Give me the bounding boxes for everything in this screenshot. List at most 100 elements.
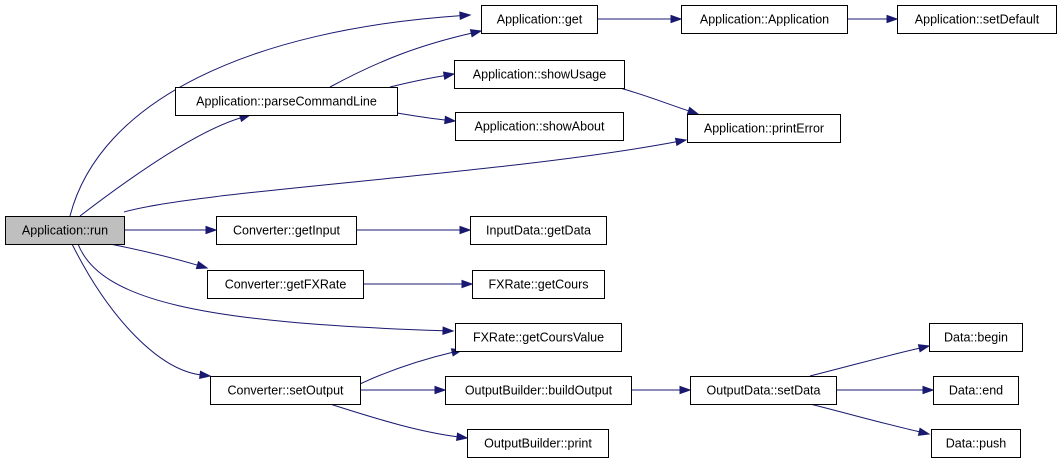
arrowhead-icon: [459, 11, 472, 21]
edge-run-to-parse: [79, 113, 252, 217]
edge-line: [359, 351, 454, 385]
node-inputGetData[interactable]: InputData::getData: [470, 216, 607, 245]
node-print[interactable]: OutputBuilder::print: [467, 429, 609, 458]
node-label: Converter::setOutput: [227, 384, 344, 398]
edge-parse-to-showAbout: [396, 112, 457, 125]
node-getCours[interactable]: FXRate::getCours: [472, 270, 605, 299]
edge-outSetData-to-push: [809, 403, 931, 436]
node-label: Application::Application: [700, 13, 829, 27]
node-showUsage[interactable]: Application::showUsage: [454, 60, 625, 89]
node-box: [467, 429, 609, 458]
arrowhead-icon: [679, 385, 692, 395]
arrowhead-icon: [686, 106, 700, 115]
edge-getInput-to-inputGetData: [355, 225, 472, 235]
node-setDefault[interactable]: Application::setDefault: [897, 5, 1057, 34]
node-end[interactable]: Data::end: [933, 376, 1019, 405]
arrowhead-icon: [670, 14, 683, 24]
node-parse[interactable]: Application::parseCommandLine: [175, 87, 398, 116]
node-label: InputData::getData: [486, 224, 591, 238]
node-box: [454, 60, 625, 89]
node-label: Application::get: [497, 13, 583, 27]
node-run[interactable]: Application::run: [5, 216, 125, 245]
edge-line: [109, 243, 199, 266]
node-printError[interactable]: Application::printError: [687, 114, 841, 143]
edge-line: [77, 243, 445, 332]
edge-setOutput-to-buildOutput: [360, 385, 447, 395]
arrowhead-icon: [461, 279, 474, 289]
arrowhead-icon: [917, 344, 931, 353]
edge-run-to-get: [69, 11, 472, 217]
node-label: FXRate::getCoursValue: [473, 331, 604, 345]
node-label: OutputBuilder::print: [484, 437, 592, 451]
node-box: [445, 376, 632, 405]
node-label: Converter::getInput: [233, 224, 341, 238]
node-box: [207, 270, 364, 299]
node-box: [175, 87, 398, 116]
edge-get-to-app: [597, 14, 683, 24]
node-label: Data::begin: [944, 331, 1008, 345]
edge-getFXRate-to-getCours: [363, 279, 474, 289]
edge-showUsage-to-printError: [619, 87, 700, 115]
node-box: [897, 5, 1057, 34]
node-getFXRate[interactable]: Converter::getFXRate: [207, 270, 364, 299]
edge-line: [809, 347, 921, 377]
node-begin[interactable]: Data::begin: [929, 323, 1023, 352]
node-outSetData[interactable]: OutputData::setData: [690, 376, 837, 405]
edge-parse-to-showUsage: [389, 71, 456, 88]
arrowhead-icon: [469, 29, 483, 38]
edge-setOutput-to-print: [329, 403, 469, 441]
node-box: [210, 376, 361, 405]
node-box: [470, 216, 607, 245]
edge-run-to-getFXRate: [109, 243, 209, 270]
edges-layer: [69, 11, 935, 441]
node-label: Application::parseCommandLine: [196, 95, 377, 109]
node-buildOutput[interactable]: OutputBuilder::buildOutput: [445, 376, 632, 405]
node-box: [690, 376, 837, 405]
arrowhead-icon: [205, 225, 218, 235]
edge-line: [69, 15, 462, 217]
edge-line: [396, 112, 447, 121]
edge-line: [619, 87, 690, 112]
node-get[interactable]: Application::get: [481, 5, 598, 34]
arrowhead-icon: [456, 432, 469, 441]
node-box: [931, 429, 1021, 458]
edge-outSetData-to-begin: [809, 344, 931, 377]
arrowhead-icon: [442, 71, 456, 80]
edge-parse-to-get: [329, 29, 483, 88]
node-label: OutputData::setData: [707, 384, 821, 398]
arrowhead-icon: [674, 137, 688, 147]
node-app[interactable]: Application::Application: [681, 5, 848, 34]
node-setOutput[interactable]: Converter::setOutput: [210, 376, 361, 405]
node-push[interactable]: Data::push: [931, 429, 1021, 458]
arrowhead-icon: [922, 385, 935, 395]
node-getInput[interactable]: Converter::getInput: [216, 216, 357, 245]
edge-line: [809, 403, 921, 433]
node-box: [472, 270, 605, 299]
node-label: Converter::getFXRate: [225, 278, 347, 292]
node-getCoursValue[interactable]: FXRate::getCoursValue: [455, 323, 622, 352]
edge-run-to-setOutput: [71, 243, 212, 380]
node-box: [681, 5, 848, 34]
node-box: [687, 114, 841, 143]
node-label: Application::showUsage: [473, 68, 606, 82]
node-label: Application::printError: [704, 122, 824, 136]
edge-line: [71, 243, 202, 376]
node-box: [5, 216, 125, 245]
edge-line: [389, 74, 446, 88]
node-box: [481, 5, 598, 34]
node-showAbout[interactable]: Application::showAbout: [455, 112, 624, 141]
node-label: Data::end: [949, 384, 1003, 398]
edge-line: [329, 403, 459, 438]
node-label: Application::showAbout: [475, 120, 605, 134]
node-label: Application::run: [22, 224, 108, 238]
edge-run-to-printError: [123, 137, 688, 213]
node-label: OutputBuilder::buildOutput: [465, 384, 613, 398]
node-label: Data::push: [946, 437, 1007, 451]
edge-line: [123, 141, 678, 213]
arrowhead-icon: [199, 370, 212, 380]
edge-app-to-setDefault: [847, 14, 899, 24]
edge-outSetData-to-end: [836, 385, 935, 395]
edge-buildOutput-to-outSetData: [631, 385, 692, 395]
